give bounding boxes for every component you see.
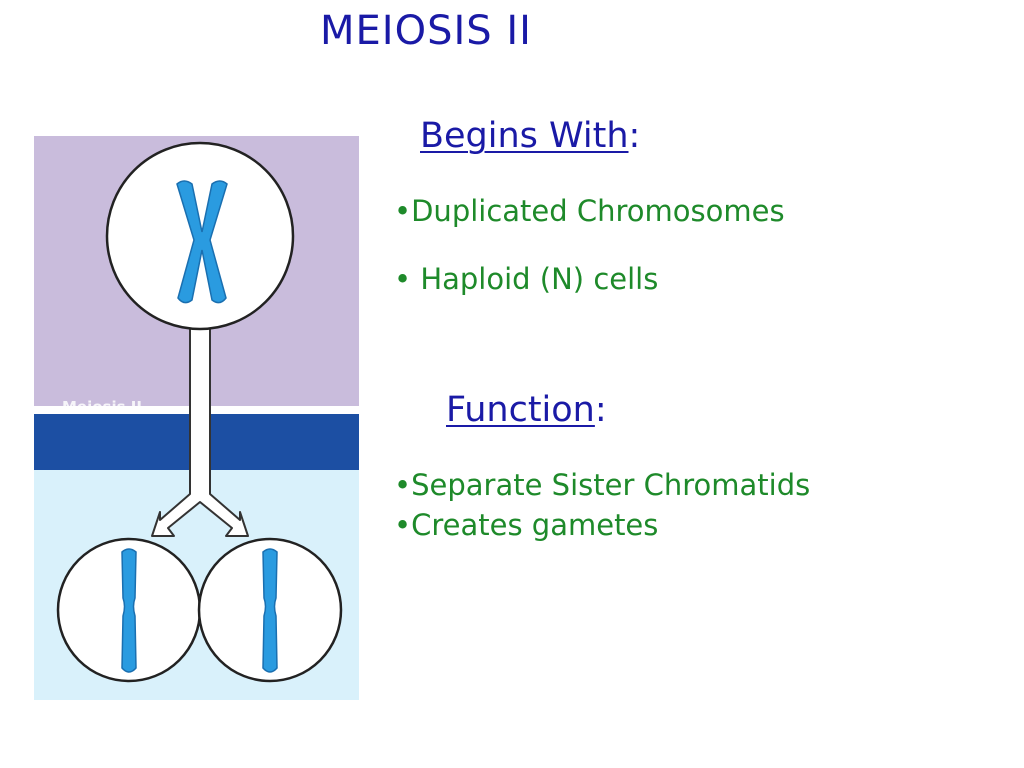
bullet-duplicated-chromosomes: •Duplicated Chromosomes xyxy=(394,194,785,228)
meiosis-ii-diagram xyxy=(34,136,359,700)
begins-with-heading: Begins With: xyxy=(420,116,640,156)
bullet-separate-sister-chromatids: •Separate Sister Chromatids xyxy=(394,468,811,502)
function-heading: Function: xyxy=(446,390,607,430)
duplicated-chromosome-icon xyxy=(176,180,228,304)
bullet-haploid-cells: • Haploid (N) cells xyxy=(394,262,659,296)
division-arrow xyxy=(151,325,249,537)
single-chromatid-left-icon xyxy=(121,548,137,673)
begins-with-colon: : xyxy=(628,116,641,156)
function-label: Function xyxy=(446,390,595,430)
bullet-creates-gametes: •Creates gametes xyxy=(394,508,659,542)
function-colon: : xyxy=(594,390,607,430)
panel-label: Meiosis II xyxy=(62,398,142,416)
page-title: MEIOSIS II xyxy=(320,8,532,54)
single-chromatid-right-icon xyxy=(262,548,278,673)
begins-with-label: Begins With xyxy=(420,116,629,156)
